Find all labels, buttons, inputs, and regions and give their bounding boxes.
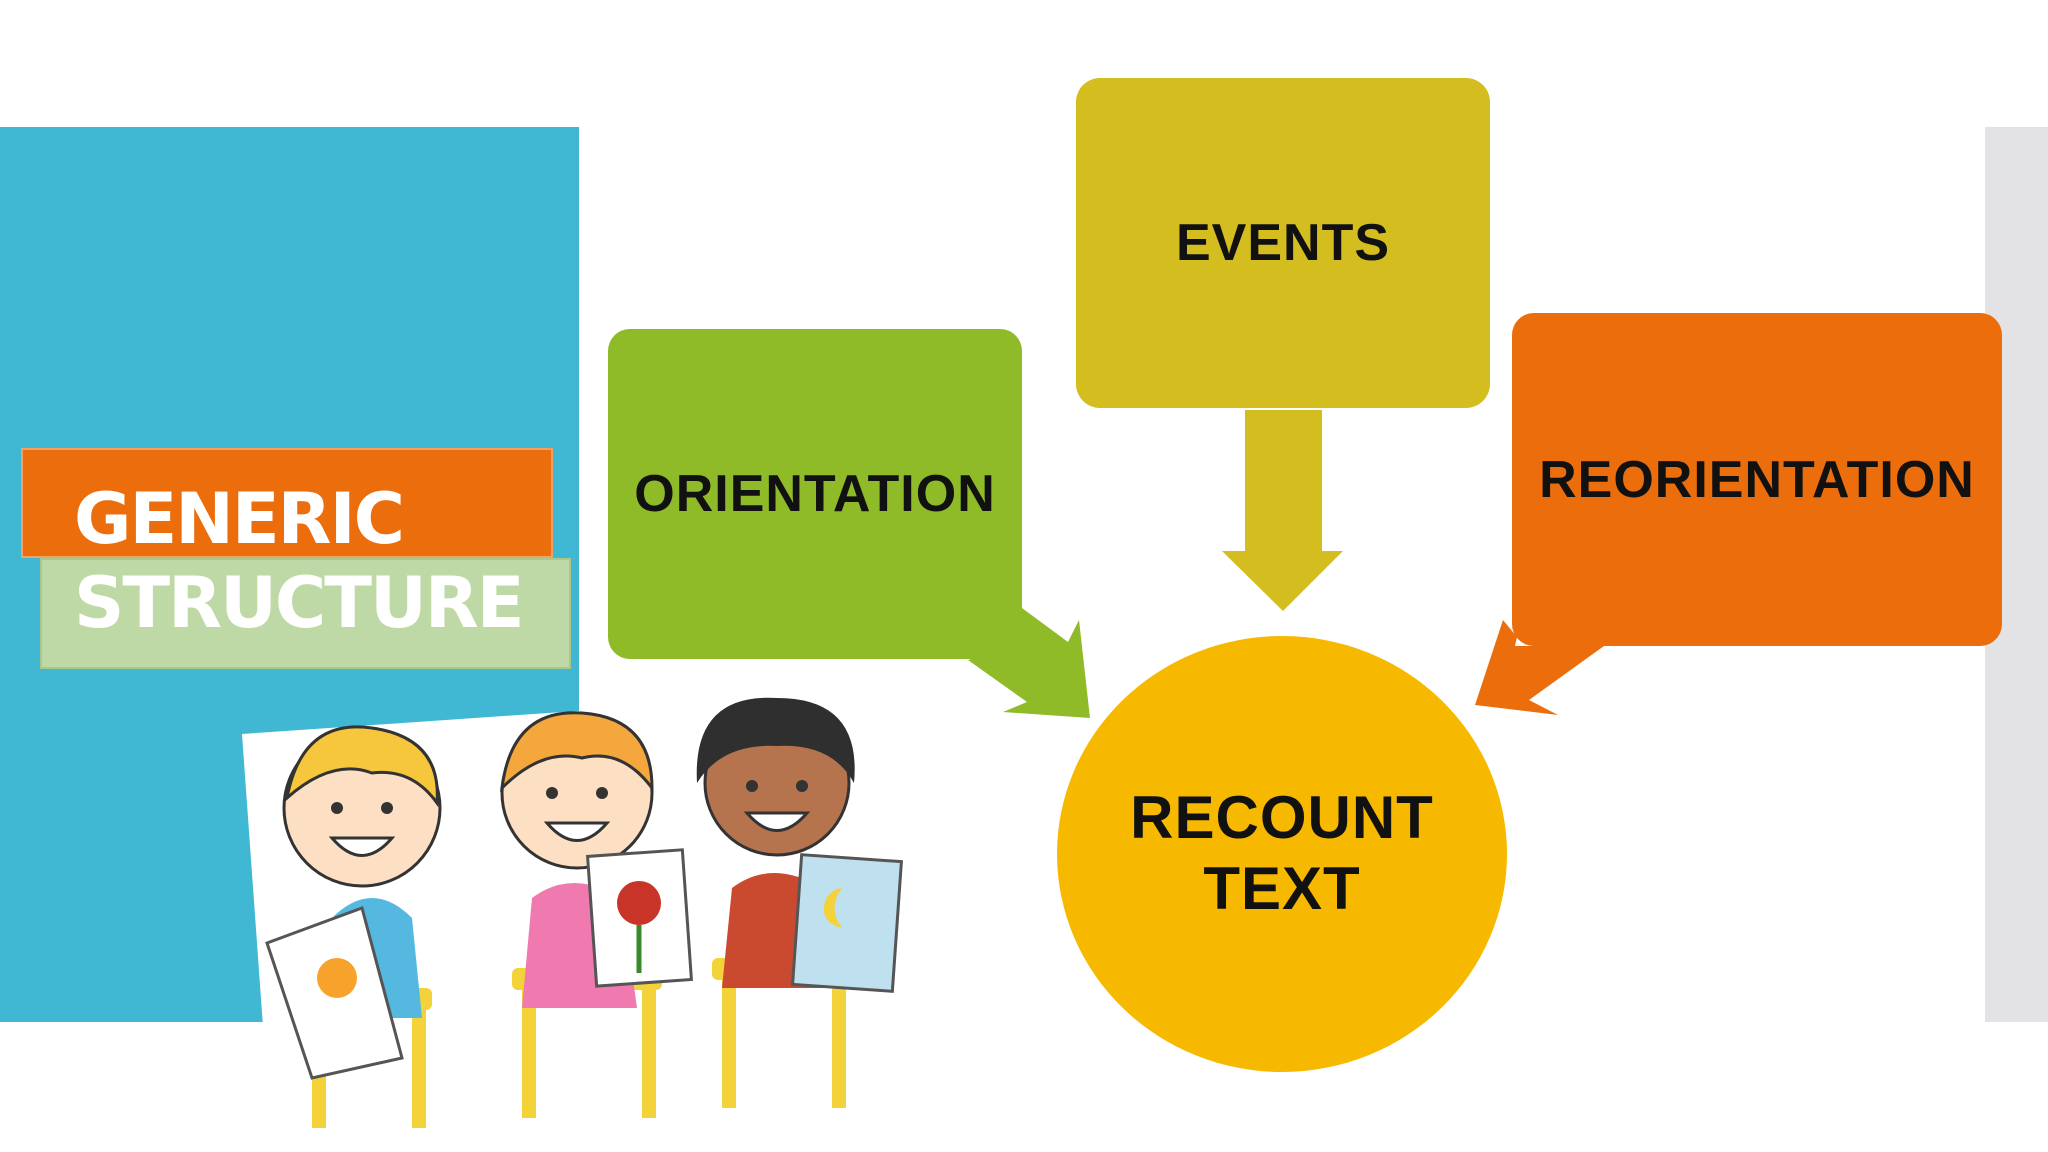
recount-line1: RECOUNT bbox=[1130, 784, 1434, 852]
node-recount-text: RECOUNT TEXT bbox=[1057, 636, 1507, 1072]
node-events: EVENTS bbox=[1076, 78, 1490, 408]
title-line-structure: STRUCTURE bbox=[74, 562, 525, 644]
recount-line2: TEXT bbox=[1203, 855, 1361, 922]
title-orange-band bbox=[21, 448, 553, 558]
node-orientation: ORIENTATION bbox=[608, 329, 1022, 659]
children-holding-drawings-icon bbox=[242, 688, 932, 1152]
reorientation-arrow bbox=[1475, 620, 1604, 715]
orientation-arrow bbox=[968, 608, 1090, 718]
node-reorientation: REORIENTATION bbox=[1512, 313, 2002, 646]
events-arrow bbox=[1222, 410, 1343, 611]
title-line-generic: GENERIC bbox=[74, 478, 405, 560]
title-green-band bbox=[40, 558, 571, 669]
